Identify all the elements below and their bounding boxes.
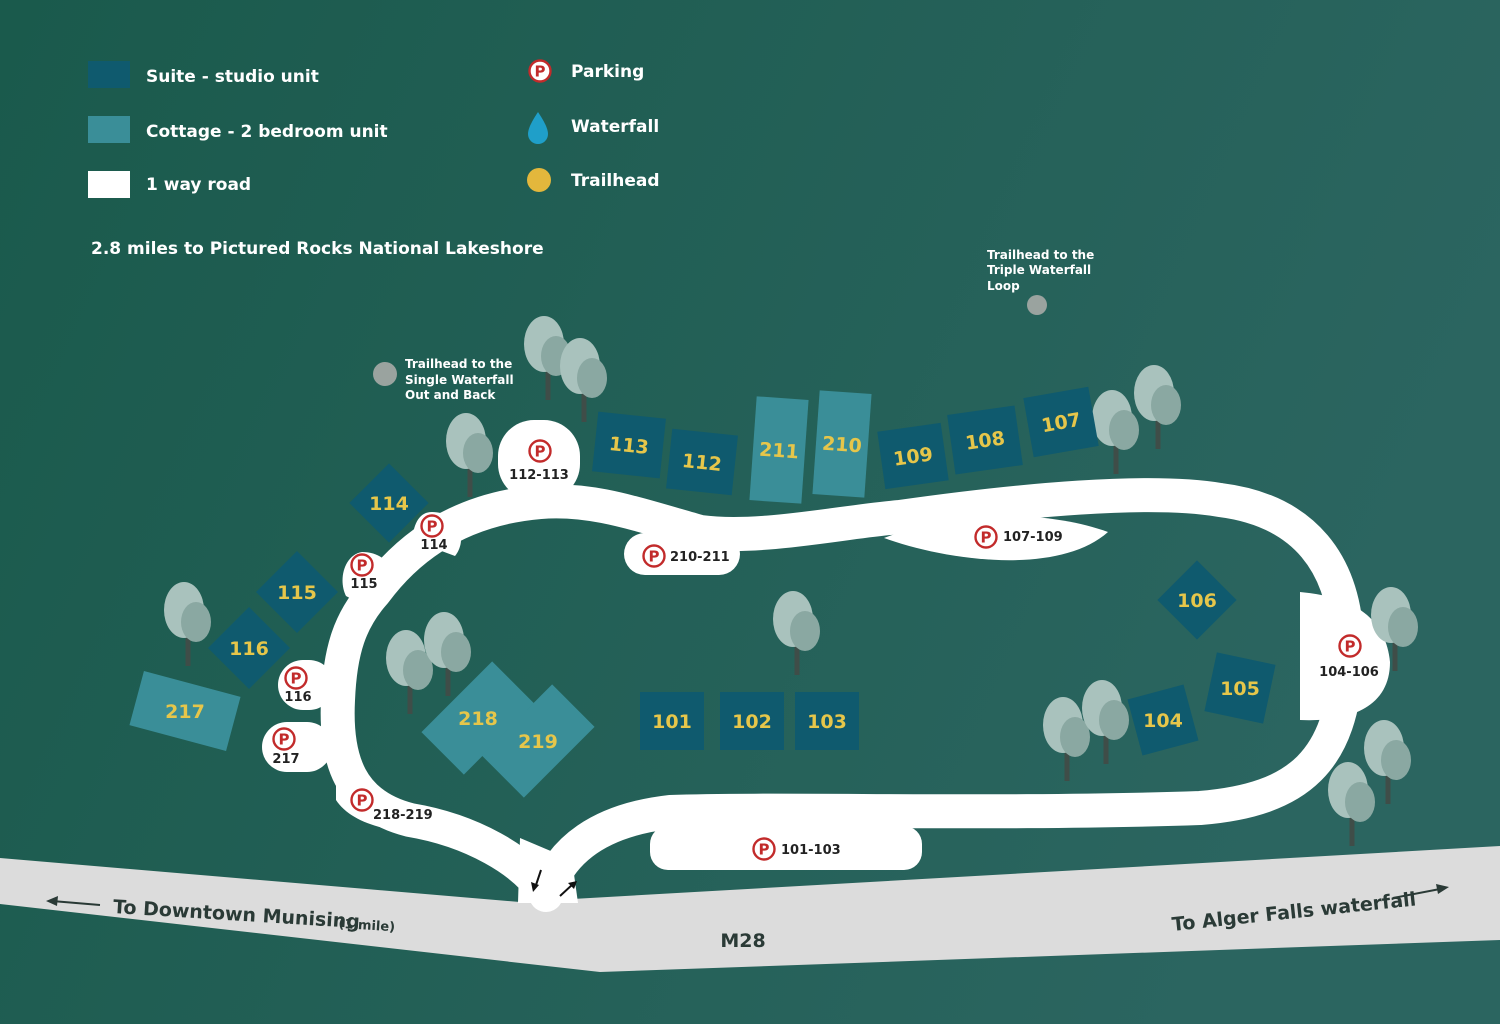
unit-number: 104 <box>1143 710 1183 732</box>
trail-marker-icon <box>373 362 397 386</box>
parking-112-113[interactable]: 112-113 <box>509 439 569 484</box>
single-trail-line-1: Trailhead to the <box>405 357 512 371</box>
parking-label: 107-109 <box>1003 530 1063 545</box>
waterfall-icon <box>528 112 548 144</box>
unit-number: 101 <box>652 711 692 733</box>
unit-number: 113 <box>608 433 650 459</box>
unit-number: 217 <box>165 701 205 723</box>
parking-217[interactable]: 217 <box>272 727 300 768</box>
unit-217[interactable]: 217 <box>129 671 241 751</box>
unit-218[interactable]: 218 <box>421 661 535 775</box>
parking-101-103[interactable]: 101-103 <box>752 837 841 861</box>
unit-107[interactable]: 107 <box>1023 386 1099 458</box>
parking-label: 115 <box>350 577 377 592</box>
unit-number: 219 <box>518 731 558 753</box>
units: 113 112 211 210 109 108 107 114 <box>129 386 1276 798</box>
parking-210-211[interactable]: 210-211 <box>642 544 730 568</box>
unit-number: 109 <box>892 443 934 470</box>
unit-211[interactable]: 211 <box>749 396 809 504</box>
trailhead-icon <box>527 168 551 192</box>
parking-icon <box>272 727 296 751</box>
parking-104-106[interactable]: 104-106 <box>1319 634 1379 681</box>
parking-icon <box>284 666 308 690</box>
unit-101[interactable]: 101 <box>640 692 704 750</box>
parking-218-219[interactable]: 218-219 <box>350 788 433 824</box>
parking-107-109[interactable]: 107-109 <box>974 525 1063 549</box>
legend-cottage-label: Cottage - 2 bedroom unit <box>146 122 388 142</box>
trail-marker-icon <box>1027 295 1047 315</box>
parking-icon <box>974 525 998 549</box>
parking-icon <box>752 837 776 861</box>
parking-markers: 112-113 114 115 116 217 218-219 210-211 <box>272 439 1379 861</box>
parking-icon <box>350 553 374 577</box>
single-trail-line-3: Out and Back <box>405 388 496 402</box>
parking-label: 112-113 <box>509 468 569 483</box>
parking-label: 101-103 <box>781 843 841 858</box>
legend-road-label: 1 way road <box>146 175 251 195</box>
unit-210[interactable]: 210 <box>812 390 872 498</box>
unit-number: 105 <box>1220 678 1260 700</box>
triple-trail-line-2: Triple Waterfall <box>987 263 1091 277</box>
unit-103[interactable]: 103 <box>795 692 859 750</box>
parking-label: 114 <box>420 538 447 553</box>
arrow-down-left-icon <box>531 869 542 892</box>
legend-road-swatch <box>88 171 130 198</box>
unit-number: 108 <box>964 427 1006 454</box>
triple-trail-line-1: Trailhead to the <box>987 248 1094 262</box>
parking-icon <box>420 514 444 538</box>
unit-number: 102 <box>732 711 772 733</box>
unit-106[interactable]: 106 <box>1157 560 1237 640</box>
left-distance: (1 mile) <box>338 917 396 935</box>
legend-suite-label: Suite - studio unit <box>146 67 319 87</box>
arrow-up-right-icon <box>559 881 577 897</box>
unit-105[interactable]: 105 <box>1204 652 1276 724</box>
highway-name: M28 <box>720 930 765 952</box>
unit-104[interactable]: 104 <box>1127 684 1199 756</box>
legend-suite-swatch <box>88 61 130 88</box>
unit-number: 112 <box>681 450 723 476</box>
parking-icon <box>528 439 552 463</box>
right-arrow-icon <box>1392 884 1449 899</box>
unit-108[interactable]: 108 <box>947 405 1023 475</box>
left-arrow-icon <box>46 896 101 906</box>
unit-number: 211 <box>758 439 799 464</box>
entry-exit-arrows <box>531 869 577 897</box>
unit-219[interactable]: 219 <box>481 684 595 798</box>
legend-cottage-swatch <box>88 116 130 143</box>
parking-icon <box>642 544 666 568</box>
parking-114[interactable]: 114 <box>420 514 448 554</box>
unit-number: 210 <box>821 433 862 458</box>
parking-label: 116 <box>284 690 311 705</box>
parking-label: 218-219 <box>373 808 433 823</box>
parking-115[interactable]: 115 <box>350 553 378 593</box>
legend: Suite - studio unit Cottage - 2 bedroom … <box>88 59 660 259</box>
single-trail-line-2: Single Waterfall <box>405 373 514 387</box>
unit-112[interactable]: 112 <box>666 428 738 496</box>
parking-label: 210-211 <box>670 550 730 565</box>
unit-113[interactable]: 113 <box>592 411 666 479</box>
unit-number: 218 <box>458 708 498 730</box>
legend-waterfall-label: Waterfall <box>571 117 659 137</box>
parking-label: 104-106 <box>1319 665 1379 680</box>
triple-waterfall-trailhead: Trailhead to the Triple Waterfall Loop <box>987 248 1094 315</box>
unit-number: 106 <box>1177 590 1217 612</box>
unit-number: 115 <box>277 582 317 604</box>
unit-102[interactable]: 102 <box>720 692 784 750</box>
parking-label: 217 <box>272 752 299 767</box>
unit-number: 103 <box>807 711 847 733</box>
unit-number: 114 <box>369 493 409 515</box>
parking-icon <box>528 59 552 83</box>
unit-109[interactable]: 109 <box>877 422 949 490</box>
highway-m28 <box>0 846 1500 972</box>
single-waterfall-trailhead: Trailhead to the Single Waterfall Out an… <box>373 357 514 402</box>
parking-116[interactable]: 116 <box>284 666 312 706</box>
parking-icon <box>350 788 374 812</box>
triple-trail-line-3: Loop <box>987 279 1020 293</box>
legend-parking-label: Parking <box>571 62 644 82</box>
unit-number: 116 <box>229 638 269 660</box>
lakeshore-distance-note: 2.8 miles to Pictured Rocks National Lak… <box>91 239 544 259</box>
legend-trailhead-label: Trailhead <box>571 171 660 191</box>
parking-icon <box>1338 634 1362 658</box>
